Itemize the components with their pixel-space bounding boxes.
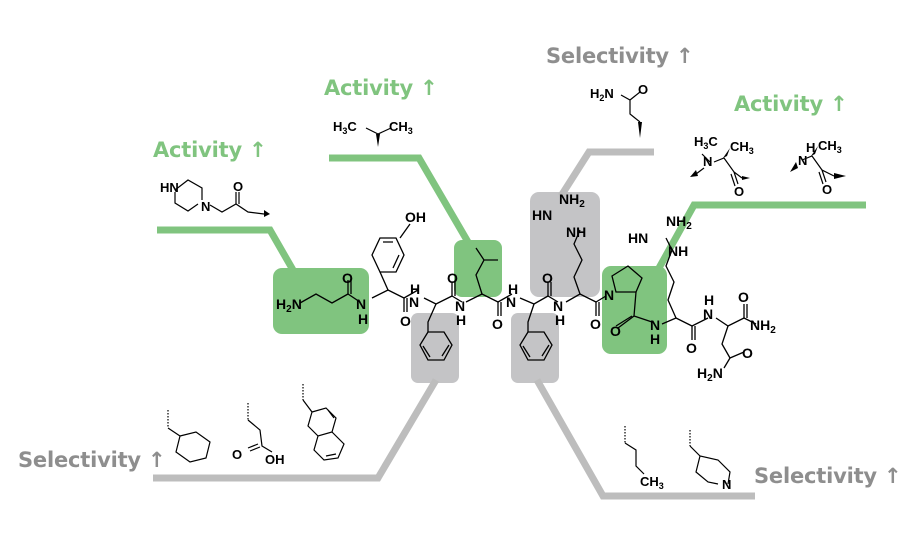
atom-oh: OH	[405, 209, 426, 225]
selectivity-line-right	[533, 378, 755, 500]
substituent-butyl: CH3	[624, 426, 664, 491]
substituent-isopropyl: H3C CH3	[333, 119, 413, 147]
highlight-leu	[454, 240, 502, 297]
atom-n: N	[455, 298, 465, 314]
atom-n: N	[409, 294, 419, 310]
svg-text:N: N	[201, 199, 210, 214]
substituent-piperazinyl: HN N O	[160, 179, 270, 217]
peptide-backbone	[299, 223, 757, 369]
svg-text:O: O	[233, 179, 243, 194]
activity-label-3: Activity ↑	[734, 92, 848, 116]
svg-text:O: O	[638, 82, 648, 97]
highlight-phe-3	[411, 313, 459, 383]
atom-hn: HN	[628, 230, 648, 246]
svg-text:CH3: CH3	[730, 139, 754, 156]
atom-n: N	[506, 294, 516, 310]
activity-line-2	[329, 154, 472, 244]
activity-line-3	[650, 201, 866, 279]
arrow-up-icon: ↑	[420, 76, 438, 100]
svg-text:O: O	[232, 447, 242, 462]
arrow-up-icon: ↑	[148, 448, 166, 472]
atom-h2n-terminal: H2N	[276, 296, 302, 315]
svg-text:H3C: H3C	[694, 134, 718, 151]
atom-n: N	[650, 317, 660, 333]
atom-h: H	[410, 281, 420, 297]
peptide-atom-labels: H2N O N H OH O H N O N H O H N O N H NH2…	[276, 191, 776, 384]
atom-h: H	[555, 312, 565, 328]
activity-line-1	[157, 226, 297, 272]
atom-o: O	[400, 313, 411, 329]
substituent-alanine: H N CH3 O	[790, 138, 846, 197]
atom-n: N	[604, 287, 614, 303]
atom-n: N	[553, 298, 563, 314]
svg-text:H3C: H3C	[333, 119, 357, 136]
highlight-beta-ala	[273, 268, 369, 334]
svg-text:H2N: H2N	[590, 86, 614, 103]
substituent-n-methyl-alanine: H3C N CH3 O	[690, 134, 754, 199]
atom-nh2: NH2	[666, 213, 692, 232]
atom-o: O	[492, 316, 503, 332]
svg-text:HN: HN	[160, 180, 179, 195]
substituent-propanoic-acid: O OH	[232, 403, 285, 467]
selectivity-line-top	[558, 148, 654, 198]
highlight-phe-5	[511, 313, 559, 383]
highlight-arg-6	[530, 192, 600, 297]
selectivity-label-right: Selectivity ↑	[754, 464, 902, 488]
atom-o: O	[610, 323, 621, 339]
svg-text:CH3: CH3	[640, 474, 664, 491]
svg-text:O: O	[822, 182, 832, 197]
atom-o: O	[686, 340, 697, 356]
atom-nh2: NH2	[750, 317, 776, 336]
substituent-propanamide: H2N O	[590, 82, 648, 138]
substituent-2-naphthylmethyl	[302, 384, 345, 461]
atom-nh: NH	[668, 243, 688, 259]
svg-text:N: N	[703, 154, 712, 169]
arrow-up-icon: ↑	[830, 92, 848, 116]
svg-text:N: N	[798, 153, 807, 168]
atom-n: N	[703, 306, 713, 322]
atom-nh2: NH2	[559, 191, 585, 210]
arrow-up-icon: ↑	[884, 464, 902, 488]
svg-text:N: N	[722, 477, 731, 492]
svg-text:O: O	[734, 184, 744, 199]
atom-o: O	[590, 316, 601, 332]
atom-h2n: H2N	[697, 365, 723, 384]
atom-o: O	[542, 270, 553, 286]
atom-hn: HN	[532, 207, 552, 223]
arrow-up-icon: ↑	[676, 44, 694, 68]
activity-label-2: Activity ↑	[324, 76, 438, 100]
svg-text:H: H	[806, 140, 815, 155]
arrow-up-icon: ↑	[249, 138, 267, 162]
activity-label-1: Activity ↑	[153, 138, 267, 162]
substituent-cyclohexylmethyl	[167, 410, 211, 463]
atom-h: H	[358, 311, 368, 327]
atom-h: H	[508, 281, 518, 297]
selectivity-label-left: Selectivity ↑	[18, 448, 166, 472]
substituent-4-pyridylmethyl: N	[689, 430, 731, 492]
atom-h: H	[456, 312, 466, 328]
atom-o: O	[342, 270, 353, 286]
atom-o: O	[738, 289, 749, 305]
atom-o: O	[742, 345, 753, 361]
atom-nh: NH	[566, 224, 586, 240]
atom-h: H	[704, 292, 714, 308]
svg-text:CH3: CH3	[389, 119, 413, 136]
selectivity-label-top: Selectivity ↑	[546, 44, 694, 68]
selectivity-line-left	[153, 378, 440, 482]
atom-o: O	[447, 270, 458, 286]
svg-text:CH3: CH3	[818, 138, 842, 155]
atom-n: N	[356, 296, 366, 312]
atom-h: H	[650, 331, 660, 347]
svg-text:OH: OH	[265, 452, 285, 467]
